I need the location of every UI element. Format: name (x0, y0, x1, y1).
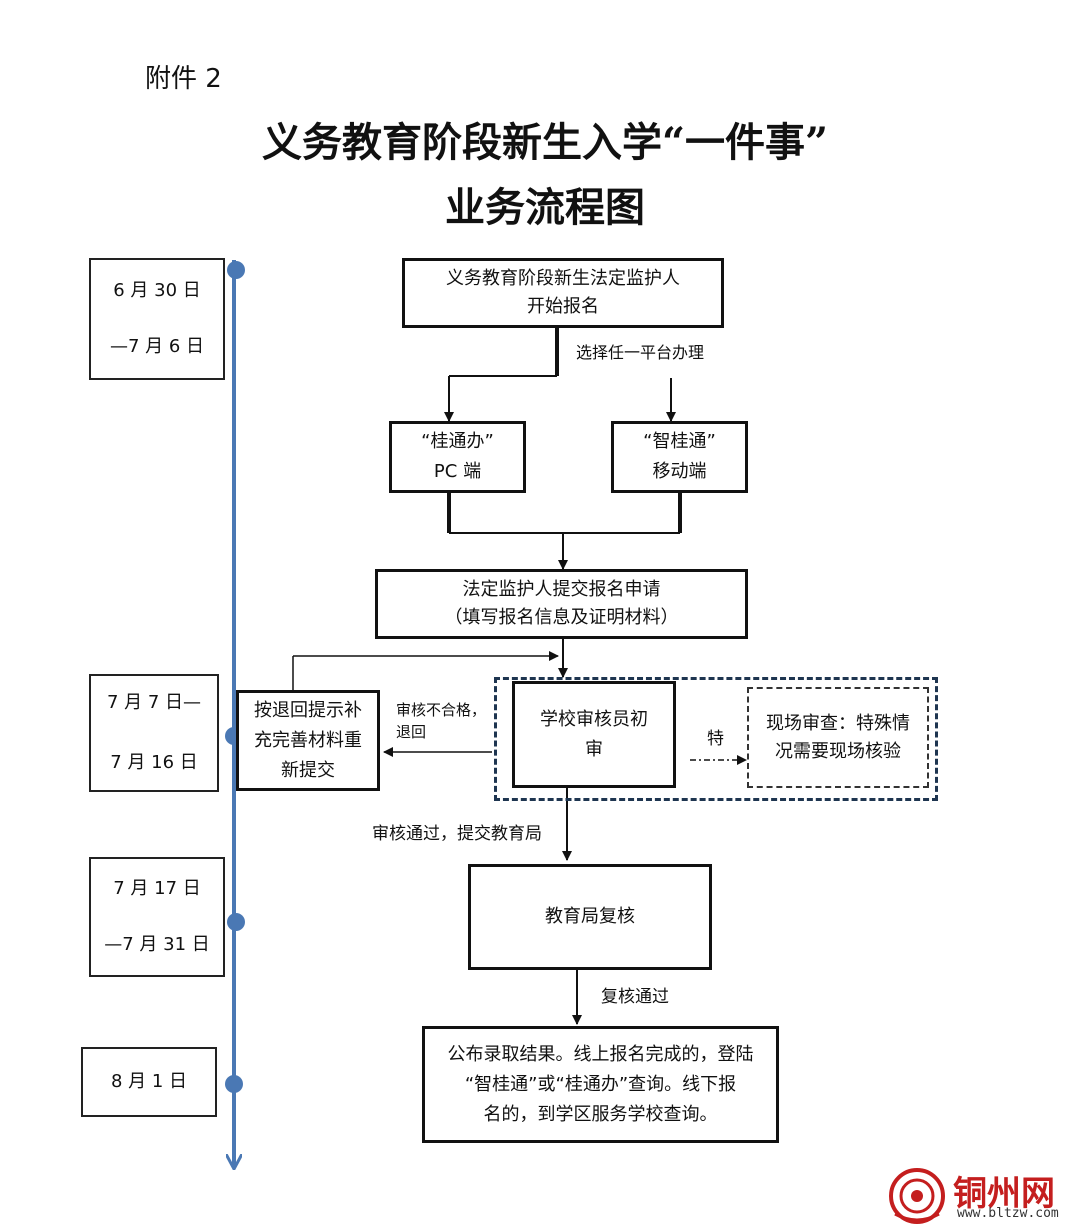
period-4-date: 8 月 1 日 (110, 1071, 188, 1092)
node-mobile-line-1: “智桂通” (643, 431, 716, 452)
node-submit-application: 法定监护人提交报名申请 （填写报名信息及证明材料） (375, 569, 748, 639)
node-pc-line-2: PC 端 (433, 461, 482, 482)
node-onsite-review: 现场审查：特殊情 况需要现场核验 (747, 687, 929, 788)
period-3-start: 7 月 17 日 (113, 878, 201, 899)
node-school-review-line-2: 审 (585, 738, 603, 760)
label-reject-line-1: 审核不合格， (396, 701, 487, 719)
node-mobile-line-2: 移动端 (652, 461, 707, 482)
attachment-label: 附件 2 (145, 64, 222, 94)
node-result-line-2: “智桂通”或“桂通办”查询。线下报 (464, 1073, 737, 1095)
label-special: 特 (707, 729, 724, 749)
node-result-line-1: 公布录取结果。线上报名完成的，登陆 (447, 1043, 754, 1065)
label-reject: 审核不合格， 退回 (396, 699, 486, 743)
node-onsite-line-2: 况需要现场核验 (775, 740, 901, 762)
timeline-period-3: 7 月 17 日 —7 月 31 日 (89, 857, 225, 977)
label-reject-line-2: 退回 (396, 723, 427, 741)
node-submit-line-1: 法定监护人提交报名申请 (462, 579, 661, 600)
node-mobile-platform: “智桂通” 移动端 (611, 421, 748, 493)
label-choose-platform: 选择任一平台办理 (576, 343, 705, 362)
node-start-line-2: 开始报名 (527, 296, 599, 317)
node-result: 公布录取结果。线上报名完成的，登陆 “智桂通”或“桂通办”查询。线下报 名的，到… (422, 1026, 779, 1143)
review-group-frame (494, 677, 938, 801)
node-resubmit-line-2: 充完善材料重 (254, 729, 362, 751)
node-school-review-line-1: 学校审核员初 (540, 708, 648, 730)
watermark: 铜州网 www.bltzw.com (885, 1166, 1070, 1224)
node-bureau-review: 教育局复核 (468, 864, 712, 970)
node-resubmit: 按退回提示补 充完善材料重 新提交 (236, 690, 380, 791)
node-start: 义务教育阶段新生法定监护人 开始报名 (402, 258, 724, 328)
node-school-review: 学校审核员初 审 (512, 681, 676, 788)
period-1-start: 6 月 30 日 (113, 280, 201, 301)
timeline-dot-3 (227, 913, 245, 931)
watermark-url: www.bltzw.com (957, 1206, 1059, 1221)
node-onsite-line-1: 现场审查：特殊情 (766, 712, 910, 734)
timeline-dot-1 (227, 261, 245, 279)
label-pass-submit: 审核通过，提交教育局 (372, 824, 542, 844)
timeline-period-4: 8 月 1 日 (81, 1047, 217, 1117)
period-1-end: —7 月 6 日 (109, 336, 205, 357)
node-resubmit-line-3: 新提交 (281, 759, 335, 781)
watermark-brand: 铜州网 (953, 1174, 1055, 1214)
title-line-1: 义务教育阶段新生入学“一件事” (261, 119, 828, 166)
timeline-period-2: 7 月 7 日— 7 月 16 日 (89, 674, 219, 792)
period-2-start: 7 月 7 日— (106, 692, 202, 713)
node-submit-line-2: （填写报名信息及证明材料） (444, 607, 679, 628)
timeline-dot-4 (225, 1075, 243, 1093)
node-resubmit-line-1: 按退回提示补 (254, 699, 362, 721)
node-start-line-1: 义务教育阶段新生法定监护人 (446, 268, 680, 289)
period-2-end: 7 月 16 日 (110, 752, 198, 773)
watermark-logo-icon (889, 1168, 945, 1224)
node-pc-platform: “桂通办” PC 端 (389, 421, 526, 493)
node-bureau-review-text: 教育局复核 (545, 906, 635, 927)
label-review-pass: 复核通过 (601, 987, 669, 1007)
period-3-end: —7 月 31 日 (104, 934, 210, 955)
node-pc-line-1: “桂通办” (421, 431, 494, 452)
timeline-period-1: 6 月 30 日 —7 月 6 日 (89, 258, 225, 380)
node-result-line-3: 名的，到学区服务学校查询。 (483, 1103, 718, 1125)
title-line-2: 业务流程图 (445, 184, 645, 231)
